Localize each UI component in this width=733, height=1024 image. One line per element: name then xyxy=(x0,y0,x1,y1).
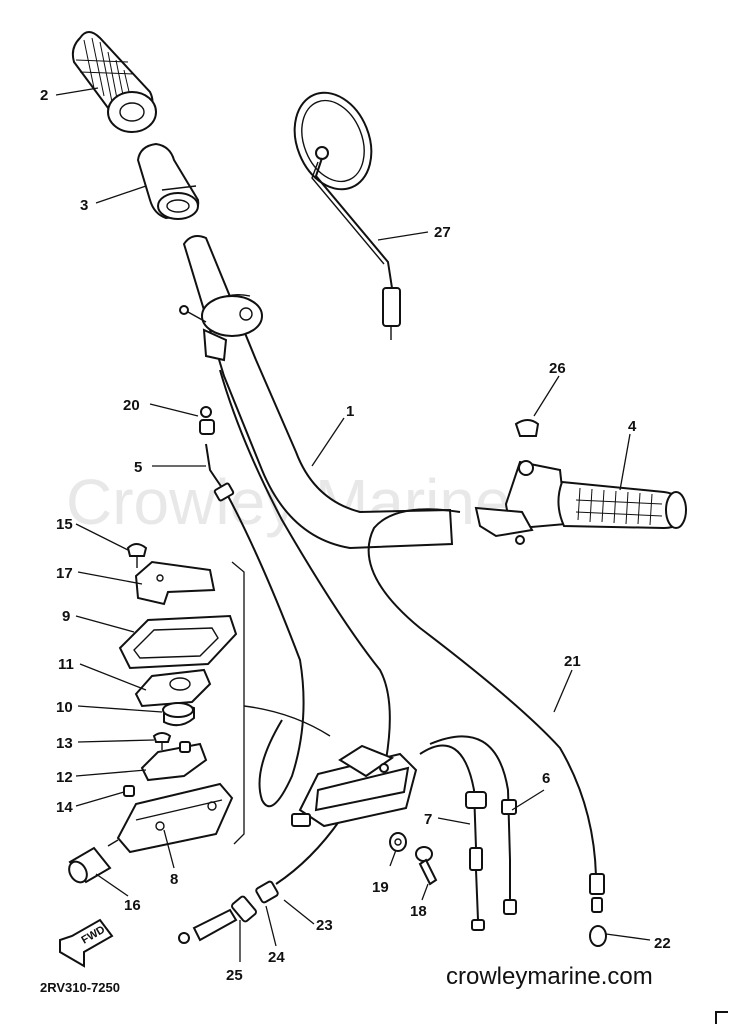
callout-14: 14 xyxy=(56,799,73,816)
bracket-17-part xyxy=(134,560,216,606)
plate-11-part xyxy=(134,668,212,708)
housing-8-part xyxy=(107,782,234,854)
callout-17: 17 xyxy=(56,565,73,582)
mirror-part xyxy=(293,91,401,340)
corner-mark xyxy=(715,1011,728,1024)
callout-2: 2 xyxy=(40,87,48,104)
lever-12-part xyxy=(140,741,208,782)
callout-24: 24 xyxy=(268,949,285,966)
callout-5: 5 xyxy=(134,459,142,476)
callout-15: 15 xyxy=(56,516,73,533)
callout-18: 18 xyxy=(410,903,427,920)
cables xyxy=(178,369,605,944)
callout-26: 26 xyxy=(549,360,566,377)
callout-1: 1 xyxy=(346,403,354,420)
callout-13: 13 xyxy=(56,735,73,752)
callout-6: 6 xyxy=(542,770,550,787)
callout-21: 21 xyxy=(564,653,581,670)
throttle-grip-part xyxy=(474,460,687,545)
callout-labels: 2 3 27 1 26 4 20 5 15 17 9 11 10 13 12 1… xyxy=(40,87,671,984)
gasket-9-part xyxy=(118,614,238,670)
screw-26-part xyxy=(514,419,540,437)
left-grip-part xyxy=(71,31,157,133)
callout-22: 22 xyxy=(654,935,671,952)
callout-10: 10 xyxy=(56,699,73,716)
knob-10-part xyxy=(162,702,195,727)
callout-7: 7 xyxy=(424,811,432,828)
drawing-code: 2RV310-7250 xyxy=(40,980,120,995)
callout-20: 20 xyxy=(123,397,140,414)
fwd-arrow-icon xyxy=(59,918,114,968)
choke-assembly-part xyxy=(291,744,418,828)
callout-11: 11 xyxy=(58,656,74,673)
bolt-18-part xyxy=(415,846,438,886)
callout-27: 27 xyxy=(434,224,451,241)
washer-19-part xyxy=(389,832,407,852)
website-text: crowleymarine.com xyxy=(446,963,653,990)
screw-15-part xyxy=(126,543,148,568)
callout-23: 23 xyxy=(316,917,333,934)
grip-sleeve-part xyxy=(136,142,200,220)
leader-lines xyxy=(55,87,651,962)
callout-3: 3 xyxy=(80,197,88,214)
clip-22-part xyxy=(589,925,607,947)
callout-16: 16 xyxy=(124,897,141,914)
callout-8: 8 xyxy=(170,871,178,888)
callout-25: 25 xyxy=(226,967,243,984)
group-bracket xyxy=(231,561,245,845)
spring-14-part xyxy=(123,785,135,797)
screw-13-part xyxy=(152,732,172,750)
callout-9: 9 xyxy=(62,608,70,625)
cap-16-part xyxy=(68,846,112,884)
handlebar-part xyxy=(179,235,454,550)
callout-19: 19 xyxy=(372,879,389,896)
callout-12: 12 xyxy=(56,769,73,786)
callout-4: 4 xyxy=(628,418,637,435)
